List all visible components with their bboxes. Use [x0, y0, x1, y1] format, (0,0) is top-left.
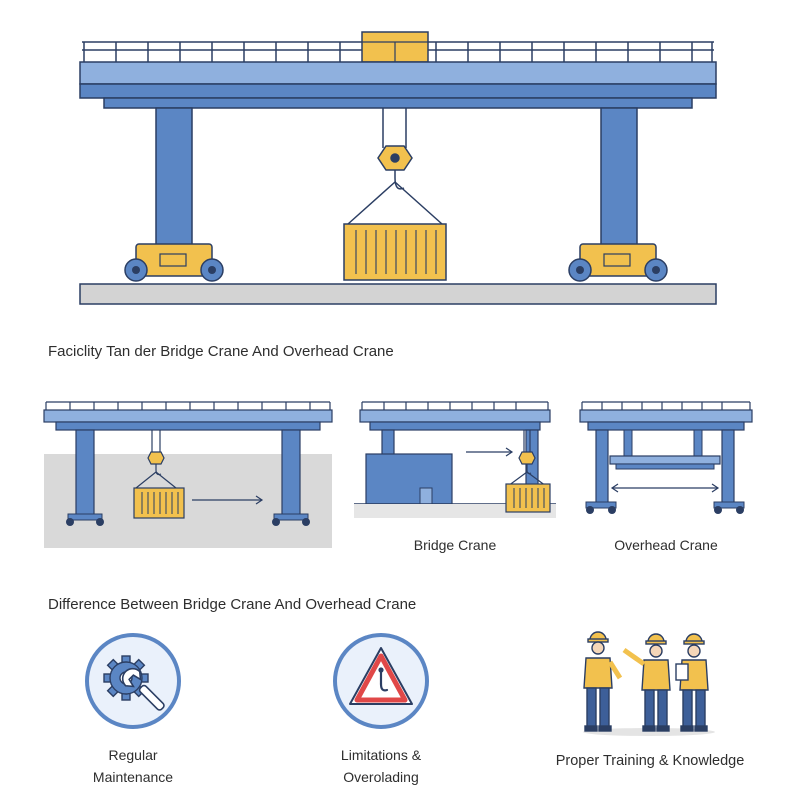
feature-line-2: Overolading	[343, 769, 419, 785]
left-leg	[155, 107, 193, 247]
feature-limitations: Limitations & Overolading	[308, 744, 454, 788]
left-wheel-carriage	[124, 243, 224, 282]
worker-middle	[622, 633, 671, 732]
worker-right	[675, 633, 709, 732]
feature-proper-training: Proper Training & Knowledge	[555, 753, 745, 769]
feature-line-2: Maintenance	[92, 769, 174, 785]
right-wheel-carriage	[568, 243, 668, 282]
right-leg	[600, 107, 638, 247]
gear-wrench-icon	[85, 633, 181, 729]
overhead-crane-panel	[579, 401, 753, 514]
feature-regular-maintenance: Regular Maintenance	[60, 744, 206, 788]
worker-left	[583, 631, 623, 732]
workers-icon	[583, 631, 715, 736]
overhead-crane-label: Overhead Crane	[614, 537, 718, 553]
cargo-container	[343, 223, 447, 281]
warning-hook-icon	[333, 633, 429, 729]
main-girder	[79, 61, 717, 85]
hero-gantry-crane-illustration	[79, 31, 717, 305]
hook-assembly	[347, 108, 443, 225]
bridge-crane-panel	[354, 401, 556, 518]
feature-line-1: Regular	[108, 747, 158, 763]
section-heading-facility: Faciclity Tan der Bridge Crane And Overh…	[48, 343, 394, 360]
section-heading-difference: Difference Between Bridge Crane And Over…	[48, 596, 417, 613]
feature-line-1: Limitations &	[340, 747, 422, 763]
gantry-crane-panel	[43, 401, 333, 548]
ground-strip	[79, 283, 717, 305]
bridge-crane-label: Bridge Crane	[413, 537, 497, 553]
